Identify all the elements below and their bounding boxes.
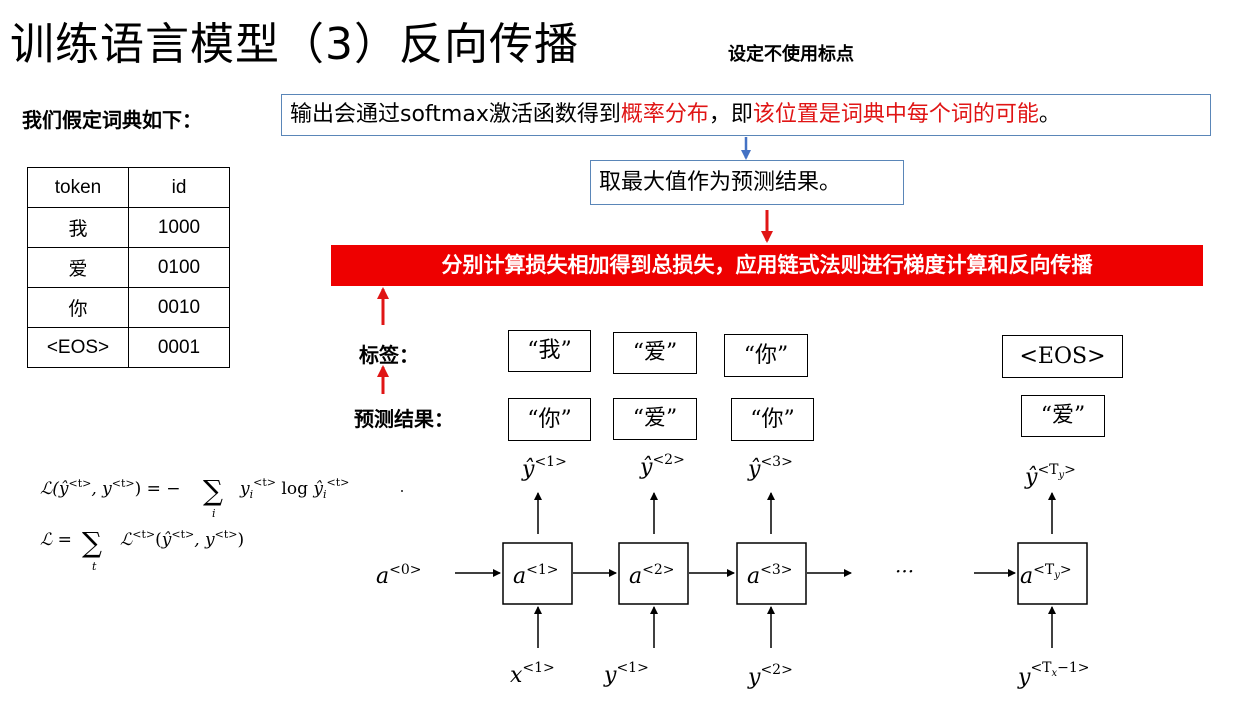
table-row: <EOS> 0001 bbox=[27, 327, 230, 368]
rnn-cell bbox=[1017, 542, 1088, 605]
output-label: ŷ<3> bbox=[747, 454, 793, 482]
rnn-cell bbox=[618, 542, 689, 605]
prediction-box: “爱” bbox=[1021, 395, 1105, 437]
table-cell: 你 bbox=[27, 287, 129, 328]
output-text-1: 输出会通过softmax激活函数得到 bbox=[290, 102, 621, 127]
table-row: 我 1000 bbox=[27, 207, 230, 248]
prediction-box: “爱” bbox=[613, 398, 697, 440]
rnn-cell bbox=[736, 542, 807, 605]
prediction-box: “你” bbox=[508, 398, 591, 441]
label-box: “你” bbox=[724, 334, 808, 377]
page-subtitle: 设定不使用标点 bbox=[728, 44, 854, 65]
output-text-5: 。 bbox=[1038, 102, 1061, 127]
input-label: y<2> bbox=[747, 662, 793, 690]
page-title: 训练语言模型（3）反向传播 bbox=[10, 19, 579, 70]
output-text-prob: 概率分布 bbox=[620, 102, 709, 127]
output-label: ŷ<1> bbox=[521, 454, 567, 482]
softmax-output-box: 输出会通过softmax激活函数得到概率分布，即该位置是词典中每个词的可能。 bbox=[281, 94, 1211, 136]
predictions-title: 预测结果： bbox=[354, 407, 454, 431]
input-label: y<1> bbox=[603, 660, 649, 688]
dictionary-label: 我们假定词典如下： bbox=[22, 108, 202, 132]
prediction-box: “你” bbox=[731, 398, 814, 441]
label-box: “我” bbox=[508, 330, 591, 372]
table-cell: 1000 bbox=[128, 207, 230, 248]
svg-text:∑: ∑ bbox=[82, 526, 102, 559]
table-cell: <EOS> bbox=[27, 327, 129, 368]
loss-formula-step: ℒ(ŷ<t>, y<t>) = − ∑ i yi<t> log ŷi<t> bbox=[40, 474, 349, 520]
input-label: x<1> bbox=[510, 660, 555, 688]
table-row: 爱 0100 bbox=[27, 247, 230, 288]
rnn-cell bbox=[502, 542, 573, 605]
output-text-possibility: 该位置是词典中每个词的可能 bbox=[752, 102, 1039, 127]
table-cell: 0001 bbox=[128, 327, 230, 368]
output-text-3: ，即 bbox=[708, 102, 753, 127]
svg-text:ℒ<t>(ŷ<t>, y<t>): ℒ<t>(ŷ<t>, y<t>) bbox=[120, 528, 244, 550]
loss-formula-total: ℒ = ∑ t ℒ<t>(ŷ<t>, y<t>) bbox=[40, 526, 244, 573]
svg-text:t: t bbox=[92, 560, 97, 573]
argmax-box: 取最大值作为预测结果。 bbox=[590, 160, 904, 205]
labels-title: 标签： bbox=[359, 343, 419, 367]
svg-text:∑: ∑ bbox=[203, 474, 223, 507]
table-header-cell: id bbox=[128, 167, 230, 208]
label-box: “爱” bbox=[613, 332, 697, 374]
output-label: ŷ<Ty> bbox=[1024, 462, 1076, 490]
rnn-initial-state: a<0> bbox=[376, 562, 422, 589]
table-row: 你 0010 bbox=[27, 287, 230, 328]
rnn-ellipsis: ··· bbox=[895, 559, 914, 583]
dictionary-table: token id 我 1000 爱 0100 你 0010 <EOS> 0001 bbox=[27, 167, 230, 368]
output-label: ŷ<2> bbox=[639, 452, 685, 480]
backprop-banner: 分别计算损失相加得到总损失，应用链式法则进行梯度计算和反向传播 bbox=[331, 245, 1203, 286]
svg-text:ℒ =: ℒ = bbox=[40, 530, 72, 550]
input-label: y<Tx−1> bbox=[1017, 660, 1090, 690]
label-box: <EOS> bbox=[1002, 335, 1123, 378]
table-cell: 爱 bbox=[27, 247, 129, 288]
svg-text:ℒ(ŷ<t>, y<t>) = −: ℒ(ŷ<t>, y<t>) = − bbox=[40, 477, 181, 499]
table-header-row: token id bbox=[27, 167, 230, 208]
stray-dot bbox=[401, 490, 403, 492]
table-cell: 0010 bbox=[128, 287, 230, 328]
table-cell: 0100 bbox=[128, 247, 230, 288]
table-header-cell: token bbox=[27, 167, 129, 208]
svg-text:i: i bbox=[212, 507, 216, 520]
svg-text:yi<t> log ŷi<t>: yi<t> log ŷi<t> bbox=[239, 476, 349, 501]
